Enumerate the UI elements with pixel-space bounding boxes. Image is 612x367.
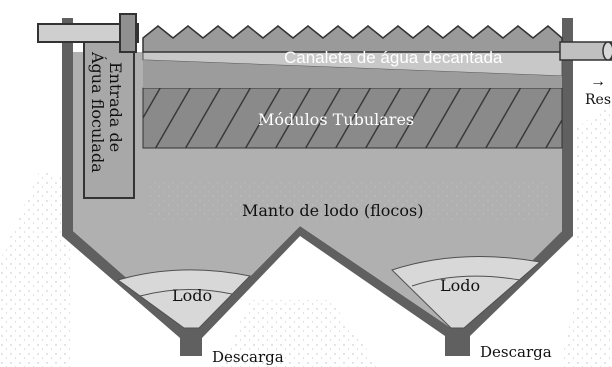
sludge-left-label: Lodo xyxy=(172,286,212,305)
tube-modules-label: Módulos Tubulares xyxy=(258,110,414,129)
outlet-arrow: → xyxy=(590,73,606,90)
inlet-pipe-horizontal xyxy=(37,23,139,43)
inlet-label-line2: Água floculada xyxy=(88,51,108,173)
ground-speckle-middle xyxy=(220,300,380,367)
outlet-label: Res xyxy=(585,92,611,108)
sludge-left xyxy=(116,269,252,329)
sludge-right-label: Lodo xyxy=(440,276,480,295)
sludge-right-layer xyxy=(411,275,521,287)
outlet-pipe-end xyxy=(602,41,612,61)
inlet-label-line1: Entrada de xyxy=(106,62,125,152)
sludge-right xyxy=(391,256,542,329)
ground-speckle-left xyxy=(0,170,70,367)
sawtooth-weir xyxy=(142,25,563,53)
blanket-texture xyxy=(150,180,550,220)
discharge-right-label: Descarga xyxy=(480,343,552,361)
sludge-left-layer xyxy=(139,289,233,297)
sludge-blanket-label: Manto de lodo (flocos) xyxy=(242,201,423,220)
ground-speckle-right xyxy=(560,100,612,367)
channel-label: Canaleta de água decantada xyxy=(284,48,503,67)
inlet-pipe-flange xyxy=(119,13,137,53)
discharge-left-label: Descarga xyxy=(212,348,284,366)
channel-shadow xyxy=(143,60,562,88)
outlet-pipe xyxy=(559,41,612,61)
